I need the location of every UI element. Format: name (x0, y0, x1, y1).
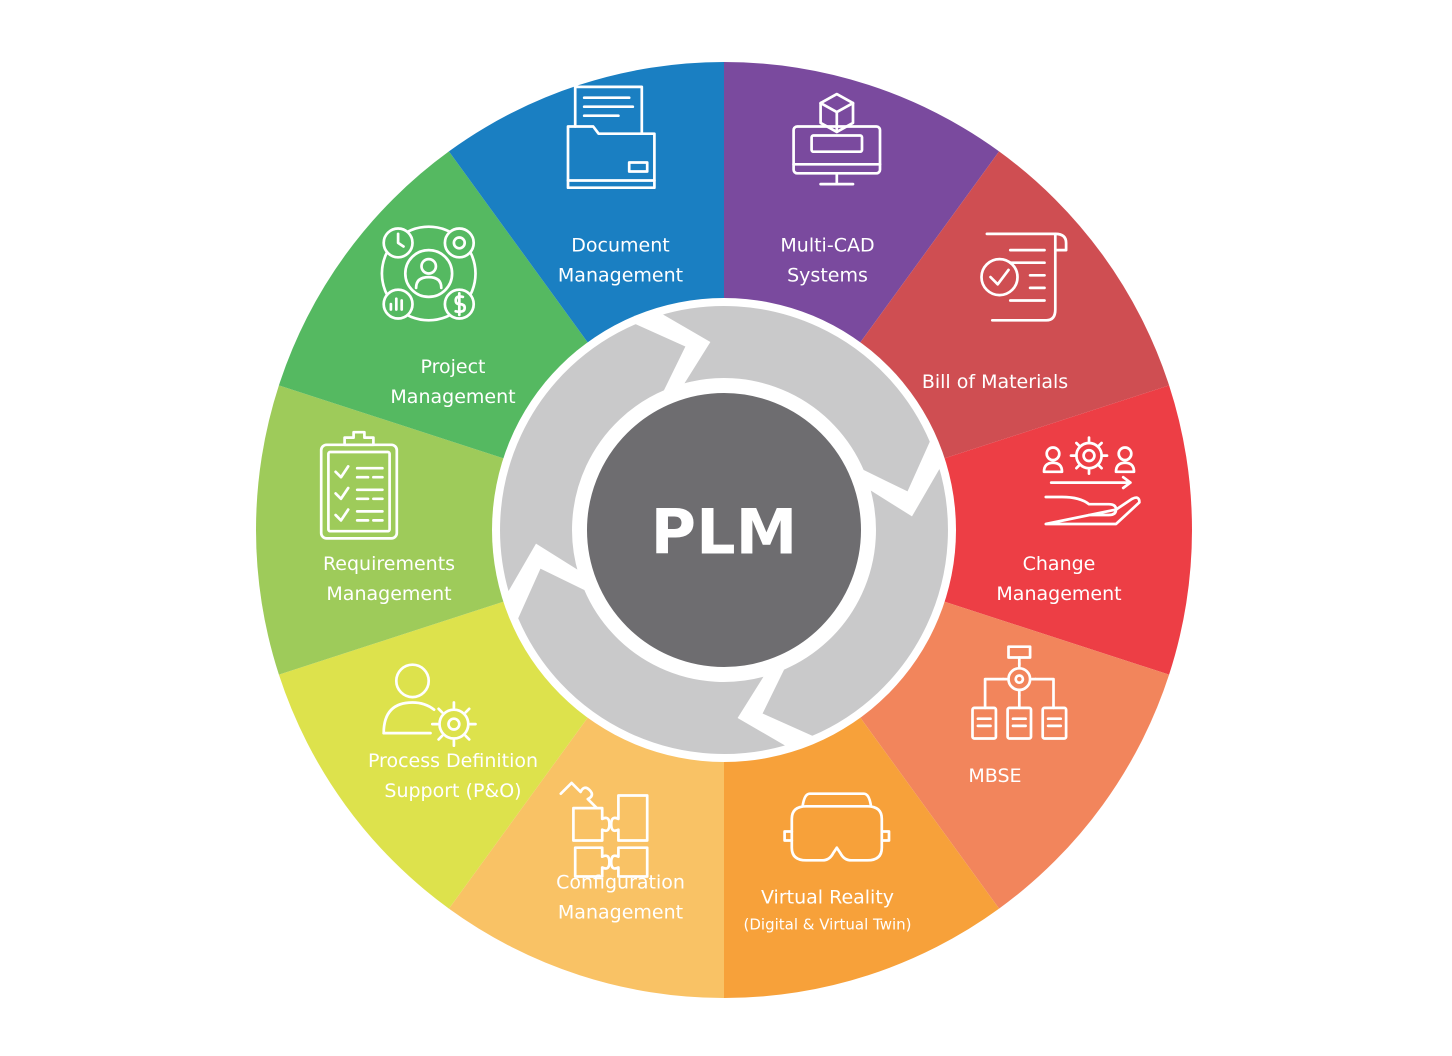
segment-label-mbse: MBSE (968, 765, 1021, 787)
segment-sublabel-vr: (Digital & Virtual Twin) (744, 916, 912, 934)
segment-label-bom: Bill of Materials (922, 371, 1068, 393)
segment-requirements (256, 385, 724, 675)
segment-label-document: Document (571, 234, 669, 256)
segment-label-change: Change (1023, 553, 1096, 575)
cad-monitor-icon (792, 92, 882, 186)
segment-label-config: Management (558, 902, 683, 924)
center-label: PLM (651, 496, 798, 569)
vr-headset-icon (783, 792, 891, 862)
cycle-arrows (496, 302, 952, 758)
cycle-arrow-3 (513, 563, 796, 758)
puzzle-icon (559, 781, 649, 878)
segment-label-multi-cad: Multi-CAD (780, 234, 874, 256)
change-hand-gear-icon (1042, 436, 1141, 526)
person-gear-icon (382, 663, 477, 748)
segment-label-config: Configuration (556, 872, 685, 894)
document-folder-icon (566, 85, 656, 190)
cycle-arrow-4 (496, 319, 691, 602)
mbse-hierarchy-icon (971, 645, 1068, 740)
project-cycle-icon (380, 225, 477, 322)
center-hub: PLM (581, 387, 867, 673)
segment-label-process: Process Definition (368, 750, 538, 772)
segment-label-multi-cad: Systems (787, 264, 868, 286)
bill-scroll-icon (980, 232, 1068, 322)
segment-label-project: Project (420, 356, 485, 378)
segment-label-vr: Virtual Reality (761, 887, 894, 909)
segment-label-document: Management (558, 264, 683, 286)
segment-label-process: Support (P&O) (384, 780, 521, 802)
segment-label-change: Management (996, 583, 1121, 605)
cycle-arrow-2 (757, 458, 952, 741)
clipboard-checklist-icon (319, 430, 399, 540)
segment-label-project: Management (390, 386, 515, 408)
segment-label-requirements: Management (326, 583, 451, 605)
segment-change (724, 385, 1192, 675)
center-circle (581, 387, 867, 673)
cycle-arrow-1 (652, 302, 935, 497)
icons-layer (319, 85, 1141, 878)
segment-label-requirements: Requirements (323, 553, 455, 575)
